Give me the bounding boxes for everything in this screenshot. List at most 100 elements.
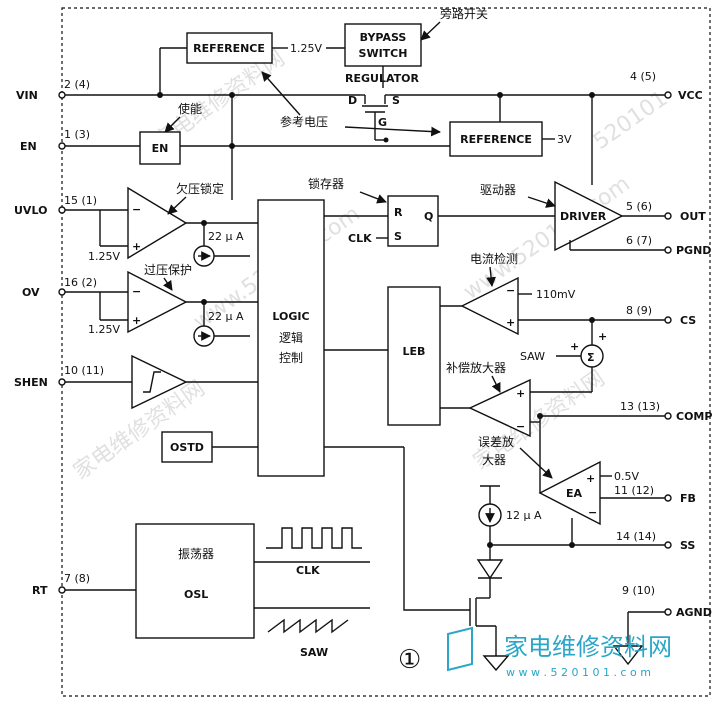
pin-num-vin: 2 (4): [64, 78, 90, 91]
pwm-comparator: [468, 378, 531, 438]
latch-block: [387, 195, 439, 247]
en-block-label: EN: [152, 142, 169, 155]
reg-s: S: [392, 94, 400, 107]
left-pins: VIN 2 (4) EN 1 (3) UVLO 15 (1) OV 16 (2)…: [14, 78, 104, 597]
clk-label: CLK: [296, 564, 320, 577]
logic-cn-2: 控制: [279, 351, 303, 365]
pin-num-pgnd: 6 (7): [626, 234, 652, 247]
latch-s: S: [394, 230, 402, 243]
logic-cn-1: 逻辑: [279, 331, 303, 345]
driver-block: [554, 180, 624, 252]
svg-text:+: +: [598, 330, 607, 343]
annot-uvlo: 欠压锁定: [176, 181, 224, 196]
logic-label: LOGIC: [272, 310, 309, 323]
pin-ss: SS: [680, 539, 695, 552]
pin-comp: COMP: [676, 410, 712, 423]
pin-num-en: 1 (3): [64, 128, 90, 141]
mosfet-ground: [482, 655, 510, 672]
pin-num-uvlo: 15 (1): [64, 194, 97, 207]
i-ss: 12 μ A: [506, 509, 542, 522]
ea-label: EA: [566, 487, 583, 500]
svg-text:Σ: Σ: [587, 351, 595, 364]
latch-q: Q: [424, 210, 433, 223]
i-ov: 22 μ A: [208, 310, 244, 323]
annot-ref-voltage: 参考电压: [280, 114, 328, 129]
agnd-ground: [612, 645, 644, 666]
bypass-switch-block: [344, 23, 422, 67]
ref-3v-label: 3V: [557, 133, 572, 146]
pin-rt: RT: [32, 584, 48, 597]
circled-one: ①: [398, 645, 421, 675]
pin-pgnd: PGND: [676, 244, 711, 257]
svg-text:+: +: [132, 314, 141, 327]
cs-comparator: [460, 276, 519, 336]
chip-outline: [61, 7, 711, 697]
pin-num-out: 5 (6): [626, 200, 652, 213]
latch-r: R: [394, 206, 403, 219]
footer-url: w w w . 5 2 0 1 0 1 . c o m: [506, 666, 651, 679]
pin-vin: VIN: [16, 89, 38, 102]
annot-err-amp-2: 大器: [482, 453, 506, 467]
shen-buffer: [131, 354, 188, 410]
pin-vcc: VCC: [678, 89, 703, 102]
uvlo-comparator: [127, 186, 188, 260]
error-amplifier: [538, 460, 601, 526]
pin-agnd: AGND: [676, 606, 712, 619]
annot-driver: 驱动器: [480, 183, 516, 197]
bypass-label-1: BYPASS: [360, 31, 407, 44]
annot-current-detect: 电流检测: [470, 251, 518, 266]
pin-num-ss: 14 (14): [616, 530, 656, 543]
bypass-label-2: SWITCH: [359, 47, 408, 60]
clk-waveform: [266, 527, 362, 549]
reg-g: G: [378, 116, 387, 129]
oscillator-block: [135, 523, 255, 639]
reg-d: D: [348, 94, 357, 107]
logic-block: [257, 199, 325, 477]
annot-err-amp-1: 误差放: [478, 434, 514, 449]
pin-num-vcc: 4 (5): [630, 70, 656, 83]
annot-ovp: 过压保护: [144, 263, 192, 277]
pin-uvlo: UVLO: [14, 204, 47, 217]
pin-num-shen: 10 (11): [64, 364, 104, 377]
svg-text:−: −: [588, 506, 597, 519]
svg-text:−: −: [516, 420, 525, 433]
cs-ref: 110mV: [536, 288, 576, 301]
pin-fb: FB: [680, 492, 696, 505]
ea-ref: 0.5V: [614, 470, 639, 483]
ostd-label: OSTD: [170, 441, 204, 454]
annot-comp-amp: 补偿放大器: [446, 360, 506, 375]
osc-label: OSL: [184, 588, 208, 601]
pin-cs: CS: [680, 314, 696, 327]
footer-logo: 家电维修资料网 w w w . 5 2 0 1 0 1 . c o m: [447, 626, 672, 679]
saw-waveform: [267, 618, 349, 634]
saw-in: SAW: [520, 350, 545, 363]
svg-text:−: −: [132, 285, 141, 298]
pin-shen: SHEN: [14, 376, 48, 389]
pin-num-ov: 16 (2): [64, 276, 97, 289]
driver-label: DRIVER: [560, 210, 607, 223]
ref-voltage-label: 1.25V: [290, 42, 322, 55]
pin-num-fb: 11 (12): [614, 484, 654, 497]
reference-top-label: REFERENCE: [193, 42, 265, 55]
annot-bypass: 旁路开关: [440, 6, 488, 21]
ov-comparator: [127, 270, 188, 334]
ostd-block: [161, 431, 213, 463]
pin-out: OUT: [680, 210, 706, 223]
latch-clk: CLK: [348, 232, 372, 245]
svg-text:+: +: [506, 316, 515, 329]
en-block: [139, 131, 181, 165]
leb-label: LEB: [403, 345, 426, 358]
pin-en: EN: [20, 140, 37, 153]
svg-text:−: −: [132, 203, 141, 216]
pin-num-cs: 8 (9): [626, 304, 652, 317]
svg-text:+: +: [586, 472, 595, 485]
pin-num-rt: 7 (8): [64, 572, 90, 585]
reference-top-block: [186, 32, 273, 64]
pin-num-comp: 13 (13): [620, 400, 660, 413]
osc-cn: 振荡器: [178, 547, 214, 561]
saw-label: SAW: [300, 646, 328, 659]
svg-text:+: +: [570, 340, 579, 353]
ss-diode: [476, 559, 504, 580]
reference-mid-label: REFERENCE: [460, 133, 532, 146]
